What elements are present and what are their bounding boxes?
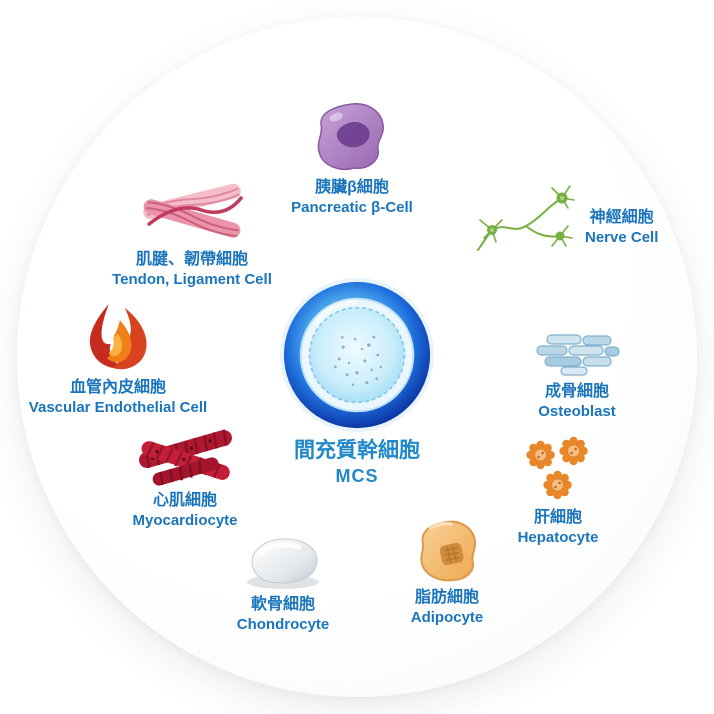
nerve-cell-label-zh: 神經細胞 bbox=[589, 208, 654, 226]
cell-item-chondrocyte: 軟骨細胞 Chondrocyte bbox=[237, 533, 330, 635]
chondrocyte-label-zh: 軟骨細胞 bbox=[250, 596, 316, 613]
hepatocyte-label-en: Hepatocyte bbox=[517, 529, 599, 547]
tendon-ligament-cell-labels: 肌腱、韌帶細胞 Tendon, Ligament Cell bbox=[112, 249, 272, 290]
tendon-ligament-cell-label-zh: 肌腱、韌帶細胞 bbox=[135, 251, 249, 268]
nerve-cell-labels: 神經細胞 Nerve Cell bbox=[585, 207, 658, 248]
pancreatic-beta-cell-label-zh: 胰臟β細胞 bbox=[315, 179, 389, 196]
center-cell-msc: 間充質幹細胞 MCS bbox=[278, 276, 436, 488]
cell-item-hepatocyte: 肝細胞 Hepatocyte bbox=[518, 434, 599, 548]
vascular-endothelial-cell-labels: 血管內皮細胞 Vascular Endothelial Cell bbox=[29, 377, 207, 418]
chondrocyte-labels: 軟骨細胞 Chondrocyte bbox=[237, 594, 330, 635]
center-cell-labels: 間充質幹細胞 MCS bbox=[294, 437, 420, 488]
osteoblast-label-en: Osteoblast bbox=[538, 403, 616, 421]
hepatocyte-icon bbox=[526, 436, 589, 500]
cell-item-nerve-cell: 神經細胞 Nerve Cell bbox=[472, 178, 658, 258]
cell-item-adipocyte: 脂肪細胞 Adipocyte bbox=[411, 518, 484, 628]
tendon-ligament-cell-label-en: Tendon, Ligament Cell bbox=[112, 271, 272, 289]
vascular-endothelial-cell-icon bbox=[90, 304, 147, 370]
osteoblast-label-zh: 成骨細胞 bbox=[544, 383, 609, 400]
chondrocyte-icon bbox=[246, 538, 319, 589]
pancreatic-beta-cell-labels: 胰臟β細胞 Pancreatic β-Cell bbox=[291, 177, 413, 218]
vascular-endothelial-cell-label-en: Vascular Endothelial Cell bbox=[28, 399, 208, 417]
adipocyte-icon bbox=[420, 520, 477, 582]
myocardiocyte-icon bbox=[138, 429, 232, 486]
nerve-cell-icon bbox=[477, 185, 575, 251]
hepatocyte-label-zh: 肝細胞 bbox=[533, 509, 583, 526]
mesenchymal-stem-cell-icon bbox=[279, 277, 435, 433]
myocardiocyte-labels: 心肌細胞 Myocardiocyte bbox=[132, 490, 237, 531]
tendon-ligament-cell-icon bbox=[143, 183, 243, 238]
nerve-cell-label-en: Nerve Cell bbox=[585, 228, 659, 246]
pancreatic-beta-cell-label-en: Pancreatic β-Cell bbox=[291, 199, 413, 217]
adipocyte-labels: 脂肪細胞 Adipocyte bbox=[411, 587, 484, 628]
pancreatic-beta-cell-icon bbox=[317, 103, 384, 170]
cell-item-pancreatic-beta-cell: 胰臟β細胞 Pancreatic β-Cell bbox=[291, 100, 413, 218]
osteoblast-labels: 成骨細胞 Osteoblast bbox=[538, 381, 616, 422]
chondrocyte-label-en: Chondrocyte bbox=[236, 616, 330, 634]
myocardiocyte-label-en: Myocardiocyte bbox=[132, 512, 238, 530]
adipocyte-label-zh: 脂肪細胞 bbox=[414, 589, 480, 606]
center-cell-label-zh: 間充質幹細胞 bbox=[294, 439, 420, 462]
cell-item-myocardiocyte: 心肌細胞 Myocardiocyte bbox=[132, 423, 238, 531]
adipocyte-label-en: Adipocyte bbox=[410, 609, 484, 627]
hepatocyte-labels: 肝細胞 Hepatocyte bbox=[518, 507, 599, 548]
cell-item-osteoblast: 成骨細胞 Osteoblast bbox=[531, 332, 623, 422]
vascular-endothelial-cell-label-zh: 血管內皮細胞 bbox=[69, 379, 166, 396]
myocardiocyte-label-zh: 心肌細胞 bbox=[152, 492, 218, 509]
osteoblast-icon bbox=[536, 334, 620, 376]
center-cell-label-en: MCS bbox=[335, 465, 379, 486]
cell-item-tendon-ligament-cell: 肌腱、韌帶細胞 Tendon, Ligament Cell bbox=[112, 178, 272, 290]
cell-item-vascular-endothelial-cell: 血管內皮細胞 Vascular Endothelial Cell bbox=[29, 300, 207, 418]
